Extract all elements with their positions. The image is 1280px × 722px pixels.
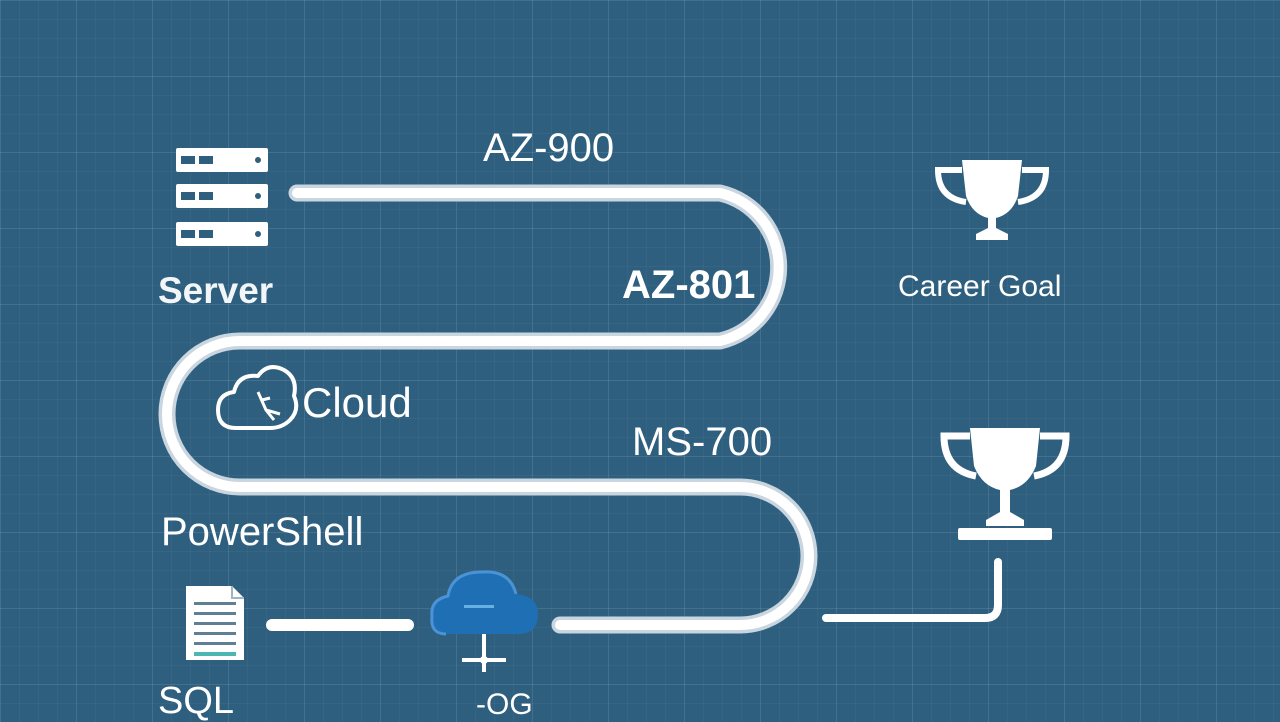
database-document-icon: [186, 586, 244, 660]
milestone-az801-label: AZ-801: [622, 263, 756, 307]
trophy-icon: [940, 428, 1070, 540]
server-rack-icon: [176, 148, 268, 246]
trophy-icon: [934, 160, 1050, 240]
azure-cloud-caption: -OG: [476, 688, 533, 721]
milestone-az900-label: AZ-900: [483, 126, 615, 170]
powershell-label: PowerShell: [161, 510, 364, 554]
server-label: Server: [158, 270, 274, 311]
cloud-label: Cloud: [302, 379, 412, 426]
sql-label: SQL: [158, 680, 235, 722]
milestone-ms700-label: MS-700: [632, 420, 773, 464]
roadmap-path: [158, 184, 818, 634]
career-goal-label: Career Goal: [898, 270, 1062, 303]
goal-path-segment: [822, 558, 1002, 622]
cloud-icon: [216, 365, 299, 430]
blue-cloud-network-icon: [430, 570, 538, 672]
